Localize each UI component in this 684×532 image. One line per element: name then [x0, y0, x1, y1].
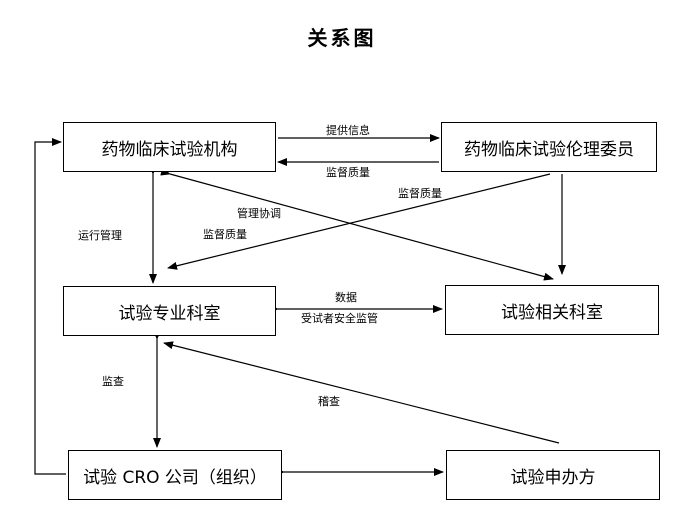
- node-specialty-department: 试验专业科室: [63, 286, 276, 336]
- edge-supervise-quality-ethics: [167, 173, 551, 270]
- edge-left-loop: [34, 138, 66, 475]
- label-supervise-quality-institution: 监督质量: [203, 228, 247, 241]
- node-ethics-committee: 药物临床试验伦理委员: [441, 122, 657, 172]
- page-title: 关系图: [307, 26, 377, 50]
- label-supervise-quality-top: 监督质量: [326, 166, 370, 179]
- label-provide-info: 提供信息: [326, 124, 370, 137]
- edge-coordination: [160, 167, 554, 281]
- label-supervise-quality-ethics: 监督质量: [398, 187, 442, 200]
- label-monitoring: 监查: [102, 375, 124, 388]
- node-sponsor: 试验申办方: [446, 450, 660, 500]
- node-cro-company: 试验 CRO 公司（组织）: [68, 450, 282, 500]
- node-drug-trial-institution: 药物临床试验机构: [63, 122, 276, 172]
- edge-audit: [163, 341, 560, 444]
- label-operation-management: 运行管理: [78, 229, 122, 242]
- label-data: 数据: [335, 291, 357, 304]
- label-subject-safety: 受试者安全监管: [301, 312, 378, 325]
- node-related-department: 试验相关科室: [445, 285, 659, 335]
- label-coordination: 管理协调: [237, 207, 281, 220]
- label-audit: 稽查: [318, 395, 340, 408]
